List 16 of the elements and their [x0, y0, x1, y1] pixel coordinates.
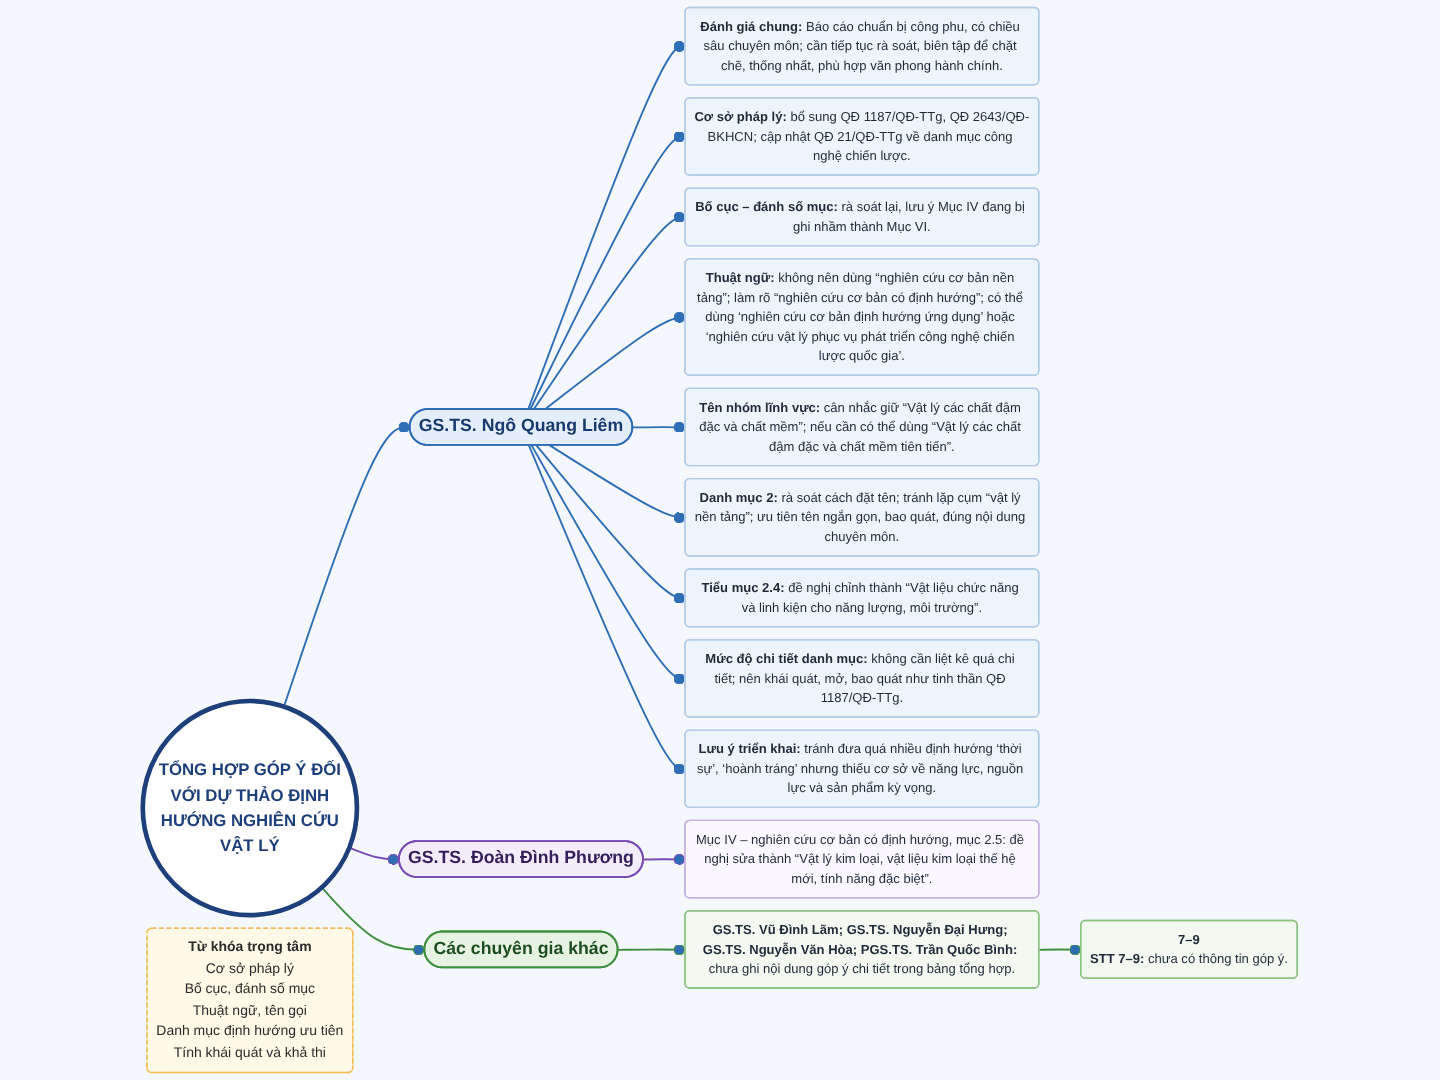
connector — [535, 444, 687, 604]
connector — [283, 421, 411, 708]
connector — [631, 421, 687, 433]
connector — [348, 846, 401, 866]
connector — [530, 444, 687, 685]
connector — [528, 444, 687, 775]
connector — [548, 444, 687, 524]
connector — [543, 311, 687, 411]
node-circle: TỔNG HỢP GÓP Ý ĐỐI VỚI DỰ THẢO ĐỊNH HƯỚNG NGHIÊN CỨU VẬT LÝ — [140, 698, 360, 918]
connector — [532, 211, 687, 411]
connector — [642, 853, 687, 866]
connector — [529, 131, 687, 411]
connector — [1038, 944, 1083, 956]
connector — [617, 944, 687, 956]
connector — [527, 40, 687, 411]
connector — [320, 886, 426, 956]
